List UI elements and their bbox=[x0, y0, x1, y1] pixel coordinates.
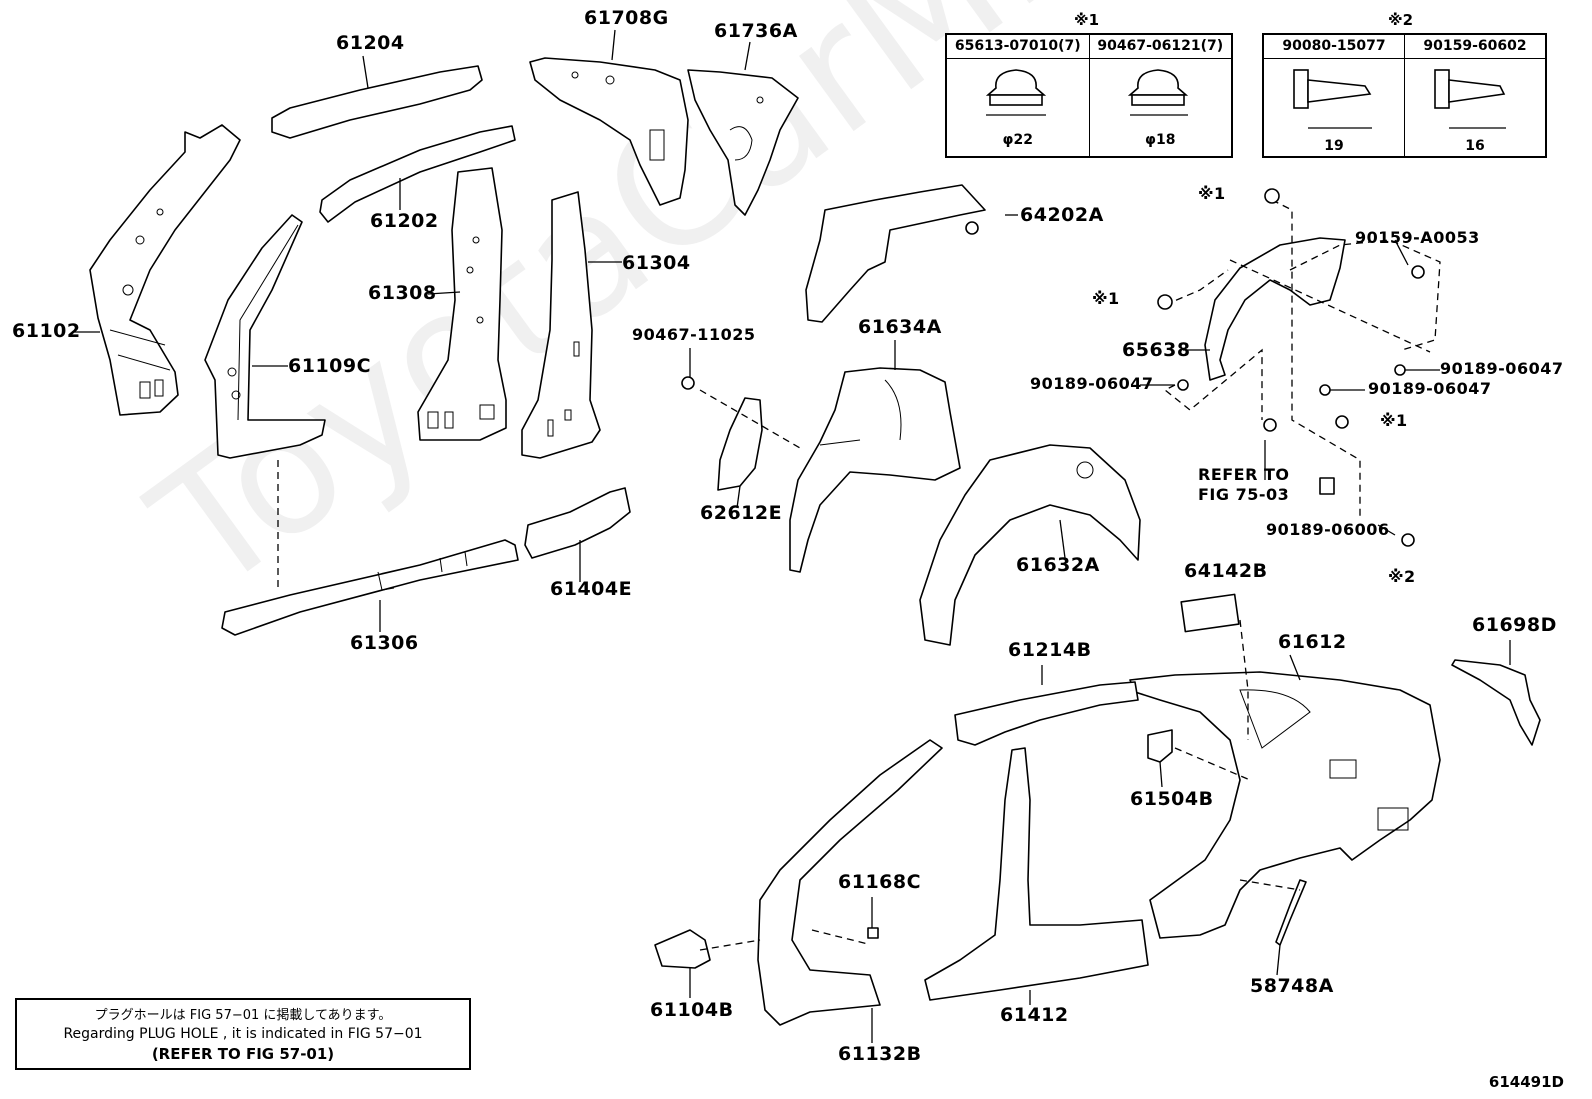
fastener-table-2: 90080-15077 90159-60602 19 16 bbox=[1262, 33, 1547, 158]
callout-90189-06047-a[interactable]: 90189-06047 bbox=[1030, 374, 1154, 393]
callout-61736a[interactable]: 61736A bbox=[714, 20, 798, 42]
leader-lines bbox=[72, 29, 1511, 1043]
callout-61168c[interactable]: 61168C bbox=[838, 871, 922, 893]
bolt-icon bbox=[1177, 379, 1189, 391]
callout-k1-top[interactable]: ※1 bbox=[1198, 184, 1226, 203]
part-61708g bbox=[529, 57, 689, 206]
part-61634a bbox=[789, 367, 961, 573]
callout-61698d[interactable]: 61698D bbox=[1472, 614, 1557, 636]
nut-icon bbox=[1319, 477, 1335, 495]
table1-part-1: 65613-07010(7) bbox=[945, 33, 1090, 59]
part-61504b bbox=[1147, 729, 1173, 763]
part-65638 bbox=[1204, 237, 1346, 381]
callout-k2-low[interactable]: ※2 bbox=[1388, 567, 1416, 586]
assembly-dashed-lines bbox=[277, 199, 1441, 951]
callout-k1-mid[interactable]: ※1 bbox=[1092, 289, 1120, 308]
callout-61404e[interactable]: 61404E bbox=[550, 578, 633, 600]
table1-size-2: φ18 bbox=[1088, 57, 1233, 158]
part-61306 bbox=[221, 539, 519, 636]
callout-refer-75-03-line2[interactable]: FIG 75-03 bbox=[1198, 485, 1290, 504]
part-61132b bbox=[757, 739, 943, 1026]
callout-58748a[interactable]: 58748A bbox=[1250, 975, 1334, 997]
callout-61104b[interactable]: 61104B bbox=[650, 999, 734, 1021]
part-58748a bbox=[1275, 879, 1307, 946]
table2-part-2: 90159-60602 bbox=[1404, 33, 1547, 59]
part-61109c bbox=[204, 214, 326, 459]
part-61736a bbox=[687, 69, 799, 216]
callout-61708g[interactable]: 61708G bbox=[584, 7, 669, 29]
part-61168c bbox=[867, 927, 879, 939]
callout-64202a[interactable]: 64202A bbox=[1020, 204, 1104, 226]
figure-number: 614491D bbox=[1488, 1073, 1564, 1091]
clip-icon bbox=[1264, 188, 1280, 204]
table1-part-2: 90467-06121(7) bbox=[1088, 33, 1233, 59]
fastener-table-1: 65613-07010(7) 90467-06121(7) φ22 φ18 bbox=[945, 33, 1233, 158]
bolt-icon bbox=[1401, 533, 1415, 547]
callout-61304[interactable]: 61304 bbox=[622, 252, 691, 274]
table-mark-2: ※2 bbox=[1388, 11, 1414, 29]
table-mark-1: ※1 bbox=[1074, 11, 1100, 29]
part-61412 bbox=[924, 747, 1149, 1001]
note-english: Regarding PLUG HOLE , it is indicated in… bbox=[63, 1026, 423, 1042]
callout-61132b[interactable]: 61132B bbox=[838, 1043, 922, 1065]
bolt-icon bbox=[1411, 265, 1425, 279]
table2-size-2: 16 bbox=[1404, 57, 1547, 158]
callout-90189-06047-b[interactable]: 90189-06047 bbox=[1440, 359, 1564, 378]
nut-icon bbox=[965, 221, 979, 235]
note-japanese: プラグホールは FIG 57−01 に掲載してあります。 bbox=[94, 1008, 392, 1023]
callout-61214b[interactable]: 61214B bbox=[1008, 639, 1092, 661]
callout-61102[interactable]: 61102 bbox=[12, 320, 81, 342]
callout-61612[interactable]: 61612 bbox=[1278, 631, 1347, 653]
table2-part-1: 90080-15077 bbox=[1262, 33, 1405, 59]
part-61102 bbox=[89, 124, 241, 416]
part-61404e bbox=[524, 487, 631, 559]
bolt-icon bbox=[1319, 384, 1331, 396]
bolt-icon bbox=[1394, 364, 1406, 376]
part-61698d bbox=[1451, 659, 1541, 746]
callout-61504b[interactable]: 61504B bbox=[1130, 788, 1214, 810]
callout-61204[interactable]: 61204 bbox=[336, 32, 405, 54]
callout-61632a[interactable]: 61632A bbox=[1016, 554, 1100, 576]
callout-62612e[interactable]: 62612E bbox=[700, 502, 783, 524]
fasteners bbox=[681, 188, 1425, 547]
part-61612 bbox=[1129, 671, 1441, 939]
part-64142b bbox=[1180, 593, 1240, 633]
clip-icon bbox=[1335, 415, 1349, 429]
table1-size-1: φ22 bbox=[945, 57, 1090, 158]
part-61214b bbox=[954, 681, 1139, 746]
table2-size-1: 19 bbox=[1262, 57, 1405, 158]
note-refer-link[interactable]: (REFER TO FIG 57-01) bbox=[151, 1045, 335, 1063]
callout-61634a[interactable]: 61634A bbox=[858, 316, 942, 338]
part-61104b bbox=[654, 929, 711, 969]
part-61304 bbox=[521, 191, 601, 459]
part-61632a bbox=[919, 444, 1141, 646]
callout-61412[interactable]: 61412 bbox=[1000, 1004, 1069, 1026]
callout-65638[interactable]: 65638 bbox=[1122, 339, 1191, 361]
part-61202 bbox=[319, 125, 516, 223]
part-61102-holes bbox=[109, 208, 171, 399]
callout-64142b[interactable]: 64142B bbox=[1184, 560, 1268, 582]
part-61204 bbox=[271, 65, 483, 139]
part-61308 bbox=[417, 167, 507, 441]
part-62612e bbox=[717, 397, 763, 491]
callout-61202[interactable]: 61202 bbox=[370, 210, 439, 232]
callout-90189-06047-c[interactable]: 90189-06047 bbox=[1368, 379, 1492, 398]
clip-icon bbox=[1157, 294, 1173, 310]
callout-k1-low[interactable]: ※1 bbox=[1380, 411, 1408, 430]
callout-61306[interactable]: 61306 bbox=[350, 632, 419, 654]
callout-refer-75-03-line1[interactable]: REFER TO bbox=[1198, 465, 1290, 484]
clip-icon bbox=[681, 376, 695, 390]
plug-hole-note: プラグホールは FIG 57−01 に掲載してあります。 Regarding P… bbox=[15, 998, 471, 1070]
callout-90189-06006[interactable]: 90189-06006 bbox=[1266, 520, 1390, 539]
callout-90159-a0053[interactable]: 90159-A0053 bbox=[1355, 228, 1480, 247]
callout-61308[interactable]: 61308 bbox=[368, 282, 437, 304]
clip-icon bbox=[1263, 418, 1277, 432]
part-64202a bbox=[805, 184, 986, 323]
callout-61109c[interactable]: 61109C bbox=[288, 355, 372, 377]
callout-90467-11025[interactable]: 90467-11025 bbox=[632, 325, 756, 344]
